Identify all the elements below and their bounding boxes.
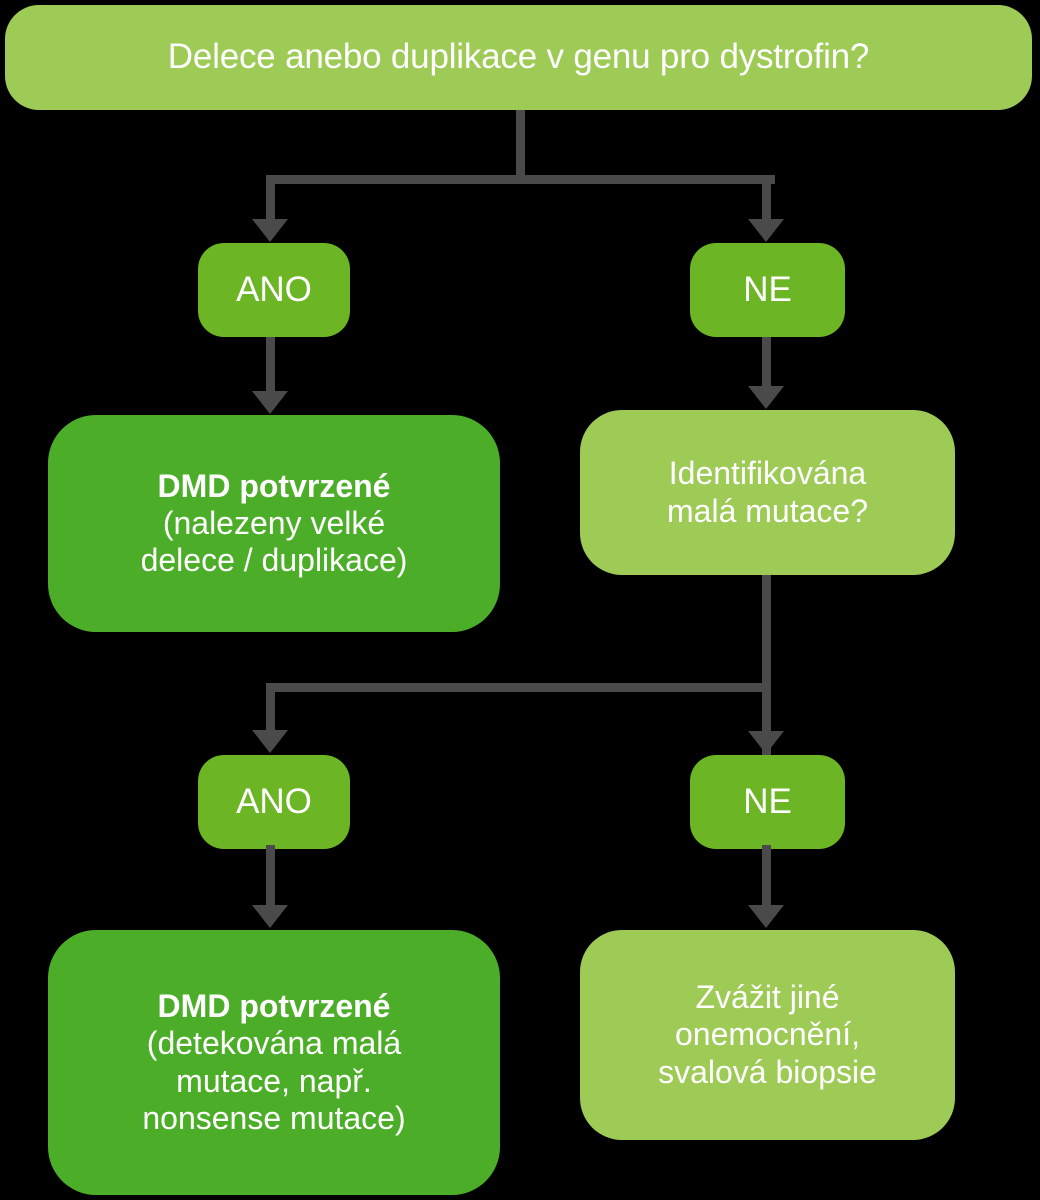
dmd-confirmed-large-box: DMD potvrzené (nalezeny velké delece / d… <box>48 415 500 632</box>
root-question-box: Delece anebo duplikace v genu pro dystro… <box>5 5 1032 110</box>
root-question-label: Delece anebo duplikace v genu pro dystro… <box>167 37 870 77</box>
decision-no-1-box: NE <box>690 243 845 337</box>
dmd-confirmed-large-title: DMD potvrzené <box>157 467 391 504</box>
connector-question2-split-bar <box>266 683 766 692</box>
arrow-head-root-to-yes1-icon <box>252 219 288 242</box>
dmd-confirmed-small-body: (detekována malá mutace, např. nonsense … <box>142 1025 406 1136</box>
dmd-confirmed-small-title: DMD potvrzené <box>157 988 391 1025</box>
arrow-head-question2-to-yes2-icon <box>252 730 288 753</box>
decision-yes-2-label: ANO <box>236 781 312 821</box>
arrow-head-yes2-to-dmd2-icon <box>252 905 288 928</box>
decision-no-1-label: NE <box>743 269 792 309</box>
arrow-head-question2-to-no2-icon <box>748 731 784 754</box>
decision-no-2-label: NE <box>743 781 792 821</box>
connector-no2-to-other <box>762 845 771 907</box>
decision-yes-2-box: ANO <box>198 755 350 849</box>
arrow-head-no2-to-other-icon <box>748 905 784 928</box>
connector-question2-stem <box>762 575 771 755</box>
other-disease-label: Zvážit jiné onemocnění, svalová biopsie <box>658 979 877 1090</box>
arrow-head-yes1-to-dmd1-icon <box>252 391 288 414</box>
connector-root-split-bar <box>266 175 775 184</box>
connector-root-to-yes1 <box>266 175 275 222</box>
connector-yes1-to-dmd1 <box>266 337 275 394</box>
decision-yes-1-box: ANO <box>198 243 350 337</box>
arrow-head-root-to-no1-icon <box>748 219 784 242</box>
dmd-confirmed-large-body: (nalezeny velké delece / duplikace) <box>140 504 408 579</box>
decision-no-2-box: NE <box>690 755 845 849</box>
small-mutation-question-box: Identifikována malá mutace? <box>580 410 955 575</box>
arrow-head-no1-to-question2-icon <box>748 386 784 409</box>
connector-yes2-to-dmd2 <box>266 845 275 907</box>
small-mutation-question-label: Identifikována malá mutace? <box>667 455 868 529</box>
dmd-confirmed-small-box: DMD potvrzené (detekována malá mutace, n… <box>48 930 500 1195</box>
connector-question2-to-yes2 <box>266 683 275 731</box>
other-disease-box: Zvážit jiné onemocnění, svalová biopsie <box>580 930 955 1140</box>
decision-yes-1-label: ANO <box>236 269 312 309</box>
connector-root-to-no1 <box>762 175 771 222</box>
connector-no1-to-question2 <box>762 337 771 389</box>
connector-root-stem <box>516 110 525 184</box>
